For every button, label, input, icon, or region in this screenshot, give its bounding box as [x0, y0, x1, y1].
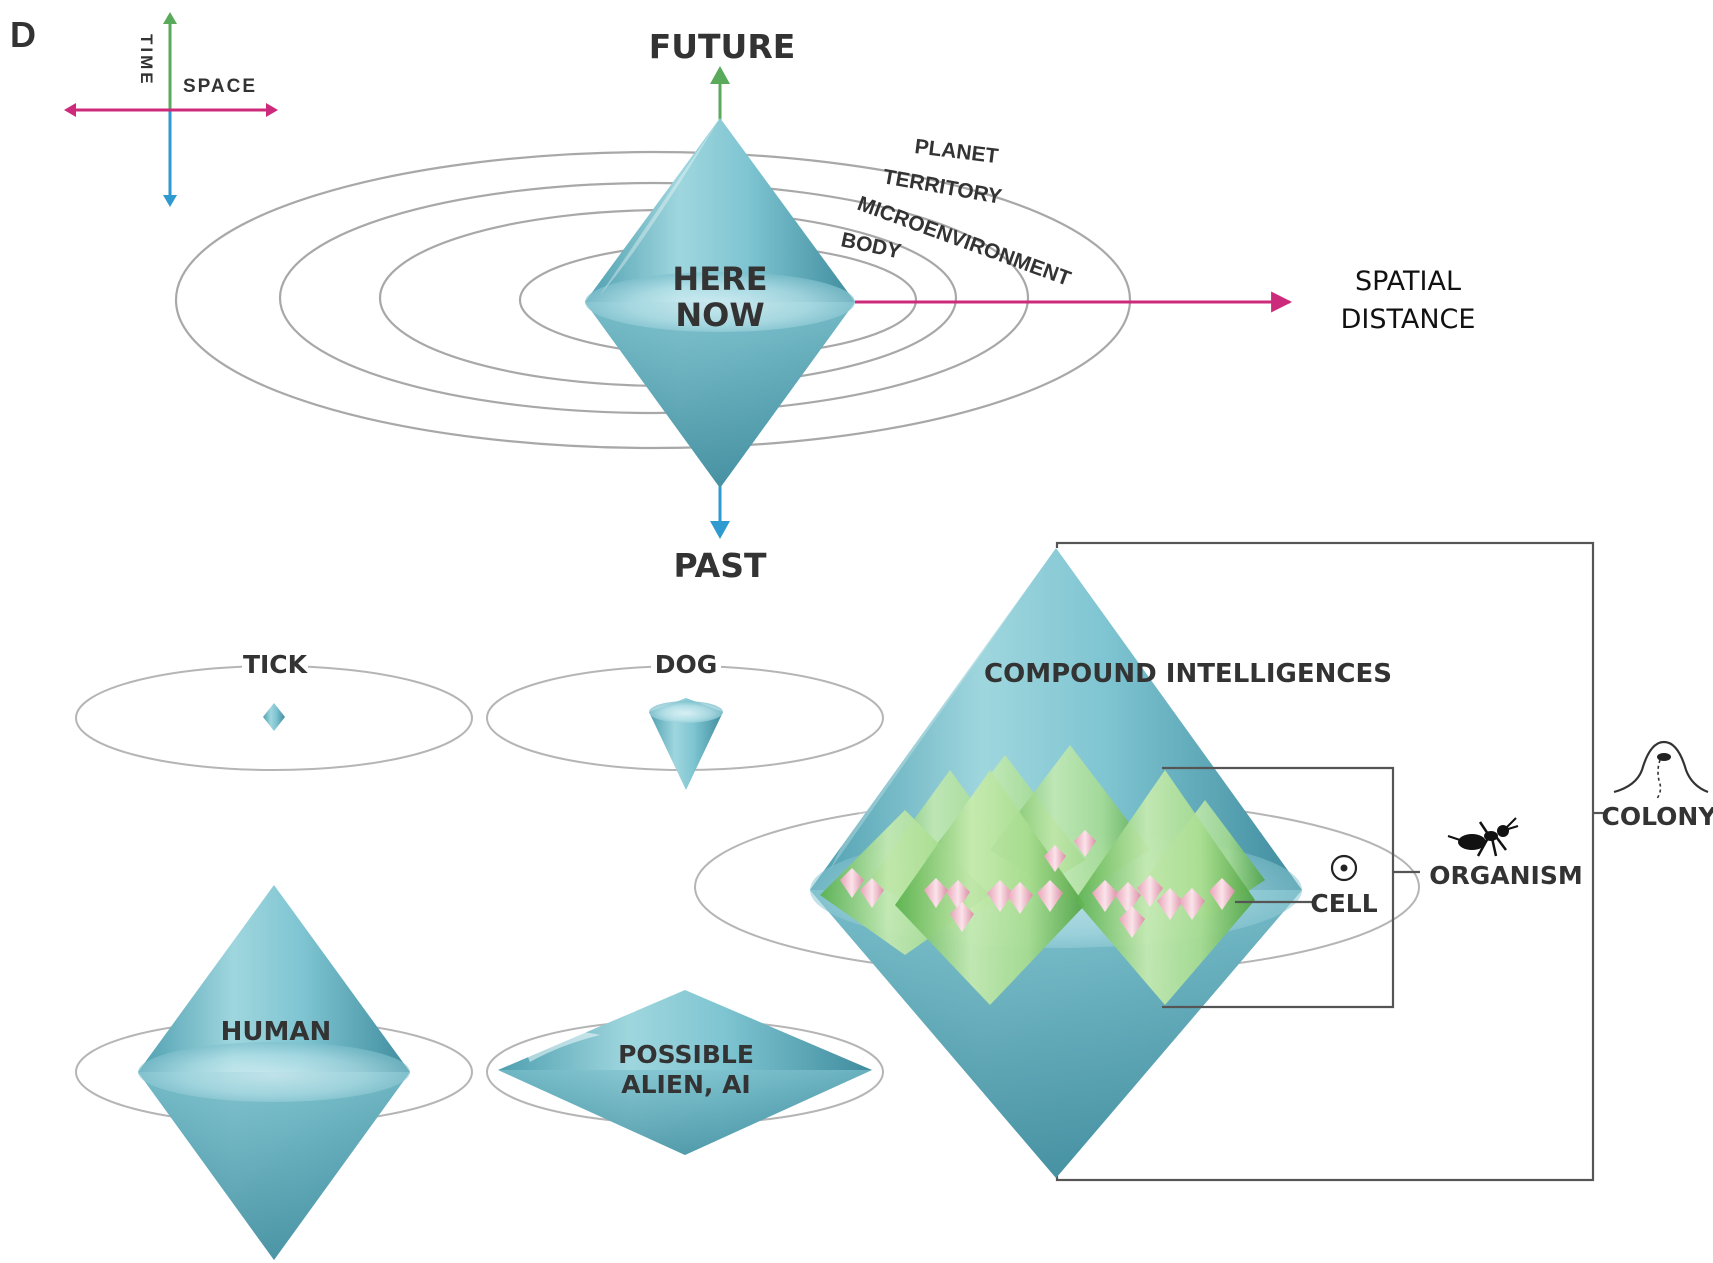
- tick-group: TICK: [75, 650, 473, 771]
- here-now-diamond: [585, 118, 855, 488]
- cell-cone: [1074, 830, 1096, 857]
- cell-cone: [950, 902, 974, 932]
- ring-label-planet: PLANET: [913, 135, 999, 168]
- cell-cone: [1044, 845, 1066, 872]
- dog-label-backdrop: [651, 650, 721, 678]
- tick-diamond: [263, 703, 285, 731]
- ring-territory: [278, 181, 1030, 415]
- cell-label: CELL: [1310, 889, 1377, 918]
- anthill-icon: [1613, 740, 1709, 801]
- time-axis: [710, 66, 730, 539]
- alien-group: POSSIBLE ALIEN, AI: [486, 990, 884, 1155]
- cell-cone: [1119, 906, 1145, 938]
- cell-cone: [924, 878, 948, 908]
- spatial-label: SPATIAL: [1355, 266, 1461, 297]
- alien-label-line1: POSSIBLE: [618, 1040, 754, 1069]
- cell-icon: [1330, 854, 1358, 882]
- cell-cone: [987, 880, 1013, 912]
- human-disc: [138, 1042, 410, 1102]
- ant-icon: [1447, 817, 1519, 857]
- past-arrowhead: [710, 521, 730, 539]
- cell-cone: [1092, 880, 1118, 912]
- legend-space-left-arrowhead: [64, 103, 76, 117]
- colony-label: COLONY: [1602, 802, 1713, 831]
- cell-cone: [1157, 888, 1183, 920]
- distance-label: DISTANCE: [1341, 304, 1476, 335]
- alien-label-line2: ALIEN, AI: [621, 1070, 750, 1099]
- now-label: NOW: [675, 296, 764, 334]
- cell-cones: [840, 830, 1235, 938]
- compound-highlight: [830, 548, 1056, 870]
- ring-label-territory: TERRITORY: [881, 165, 1003, 209]
- organism-label: ORGANISM: [1429, 861, 1582, 890]
- dog-disc: [649, 701, 723, 723]
- human-lower-cone: [138, 1072, 410, 1260]
- cell-cone: [860, 878, 884, 908]
- alien-lower-cone: [498, 1070, 872, 1155]
- human-label: HUMAN: [221, 1017, 332, 1047]
- organism-cone: [895, 770, 1085, 1005]
- future-label: FUTURE: [649, 27, 796, 66]
- cell-cone: [1137, 875, 1163, 907]
- cell-cone: [1209, 878, 1235, 910]
- panel-letter: D: [10, 14, 36, 55]
- dog-label: DOG: [655, 650, 718, 679]
- compound-title: COMPOUND INTELLIGENCES: [984, 659, 1392, 689]
- tick-label-backdrop: [242, 650, 308, 678]
- future-arrowhead: [710, 66, 730, 84]
- here-now-highlight: [600, 118, 720, 295]
- organism-cone: [1075, 770, 1255, 1005]
- human-group: HUMAN: [75, 885, 473, 1260]
- cell-cone: [946, 880, 970, 910]
- here-now-lower-cone: [585, 302, 855, 488]
- cell-cone: [1037, 880, 1063, 912]
- cell-cone: [1115, 882, 1141, 914]
- alien-highlight: [525, 1032, 600, 1062]
- legend-space-right-arrowhead: [266, 103, 278, 117]
- legend-space-label: SPACE: [183, 76, 257, 97]
- organism-cones: [820, 745, 1265, 1005]
- here-label: HERE: [672, 260, 767, 298]
- tick-label: TICK: [243, 650, 309, 679]
- ring-planet: [174, 150, 1132, 450]
- legend-time-label: TIME: [137, 34, 156, 87]
- here-now-disc: [585, 272, 855, 332]
- cell-cone: [1007, 882, 1033, 914]
- legend-time-up-arrowhead: [163, 12, 177, 24]
- compound-group: COMPOUND INTELLIGENCES CELL ORGANISM COL…: [694, 541, 1713, 1182]
- legend-time-down-arrowhead: [163, 195, 177, 207]
- dog-group: DOG: [486, 650, 884, 790]
- cell-cone: [1179, 888, 1205, 920]
- cell-cone: [840, 868, 864, 898]
- legend-cross: TIME SPACE: [64, 12, 278, 207]
- organism-bracket: [1162, 766, 1395, 1009]
- past-label: PAST: [674, 546, 767, 585]
